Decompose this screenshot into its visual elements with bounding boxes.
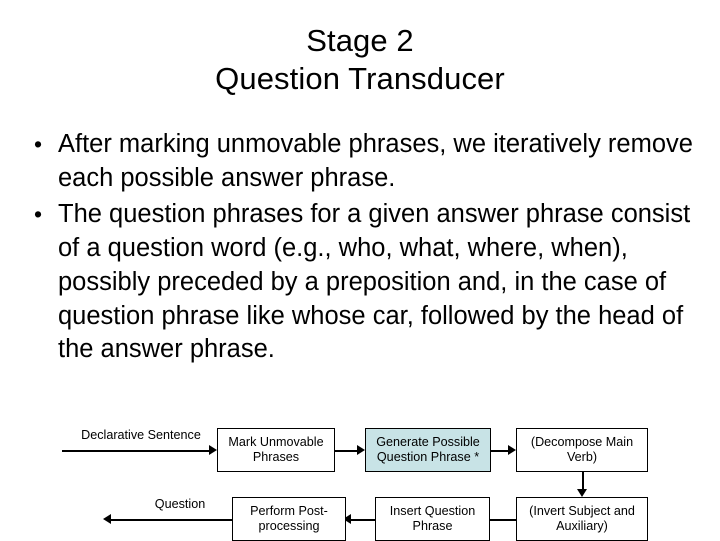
arrow-input-to-mark-unmovable [62, 450, 212, 452]
arrow-invert-to-insert [468, 519, 516, 521]
title-line-1: Stage 2 [306, 23, 414, 58]
bullet-text-1: After marking unmovable phrases, we iter… [58, 130, 693, 192]
arrowhead-left-icon [103, 513, 111, 524]
flowchart-box-perform-post-processing[interactable]: Perform Post-processing [232, 497, 346, 541]
edge-label-question: Question [154, 497, 206, 511]
arrowhead-down-icon [576, 489, 587, 497]
page-title: Stage 2 Question Transducer [0, 22, 720, 98]
list-item: • After marking unmovable phrases, we it… [34, 128, 694, 196]
flowchart-box-mark-unmovable-phrases[interactable]: Mark Unmovable Phrases [217, 428, 335, 472]
question-transducer-flowchart: Declarative Sentence Mark Unmovable Phra… [0, 410, 720, 541]
arrow-post-processing-to-output [110, 519, 232, 521]
edge-label-declarative-sentence: Declarative Sentence [81, 428, 201, 442]
arrowhead-left-icon [343, 513, 351, 524]
flowchart-box-generate-possible-question-phrase[interactable]: Generate Possible Question Phrase * [365, 428, 491, 472]
flowchart-box-decompose-main-verb[interactable]: (Decompose Main Verb) [516, 428, 648, 472]
bullet-list: • After marking unmovable phrases, we it… [34, 128, 694, 369]
flowchart-box-insert-question-phrase[interactable]: Insert Question Phrase [375, 497, 490, 541]
title-line-2: Question Transducer [215, 60, 505, 96]
arrowhead-right-icon [209, 444, 217, 455]
flowchart-box-invert-subject-and-auxiliary[interactable]: (Invert Subject and Auxiliary) [516, 497, 648, 541]
bullet-point-icon: • [34, 200, 43, 227]
bullet-text-2: The question phrases for a given answer … [58, 199, 691, 364]
arrow-insert-to-post-processing [348, 519, 376, 521]
arrow-generate-to-decompose [491, 450, 511, 452]
arrow-decompose-to-invert [582, 472, 584, 491]
arrow-mark-unmovable-to-generate [335, 450, 360, 452]
list-item: • The question phrases for a given answe… [34, 198, 694, 368]
arrowhead-right-icon [357, 444, 365, 455]
arrowhead-right-icon [508, 444, 516, 455]
bullet-point-icon: • [34, 131, 43, 157]
